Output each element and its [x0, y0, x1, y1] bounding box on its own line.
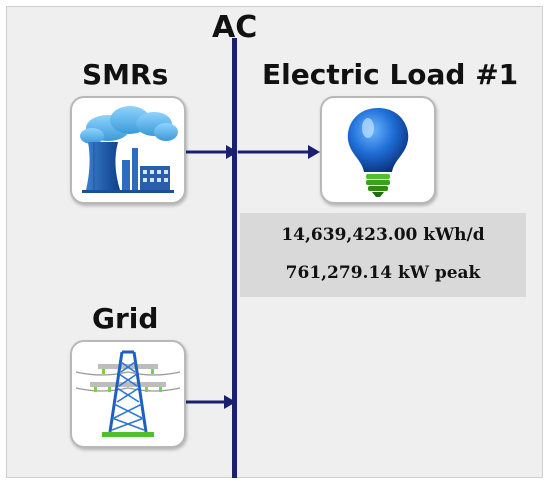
grid-to-bus-arrow	[186, 395, 236, 409]
ac-bus[interactable]	[232, 38, 237, 478]
connection-arrows	[186, 145, 320, 159]
transmission-tower-icon	[75, 350, 181, 437]
light-bulb-icon	[347, 108, 409, 197]
load-stats-panel: 14,639,423.00 kWh/d 761,279.14 kW peak	[240, 213, 526, 297]
smr-component[interactable]	[70, 96, 186, 204]
peak-power-value: 761,279.14 kW peak	[285, 263, 481, 283]
smr-label: SMRs	[82, 58, 169, 91]
grid-label: Grid	[92, 302, 159, 335]
daily-energy-value: 14,639,423.00 kWh/d	[281, 225, 485, 245]
nuclear-plant-icon	[80, 106, 178, 193]
electric-load-component[interactable]	[320, 96, 436, 204]
grid-component[interactable]	[70, 340, 186, 448]
load-label: Electric Load #1	[262, 58, 519, 91]
